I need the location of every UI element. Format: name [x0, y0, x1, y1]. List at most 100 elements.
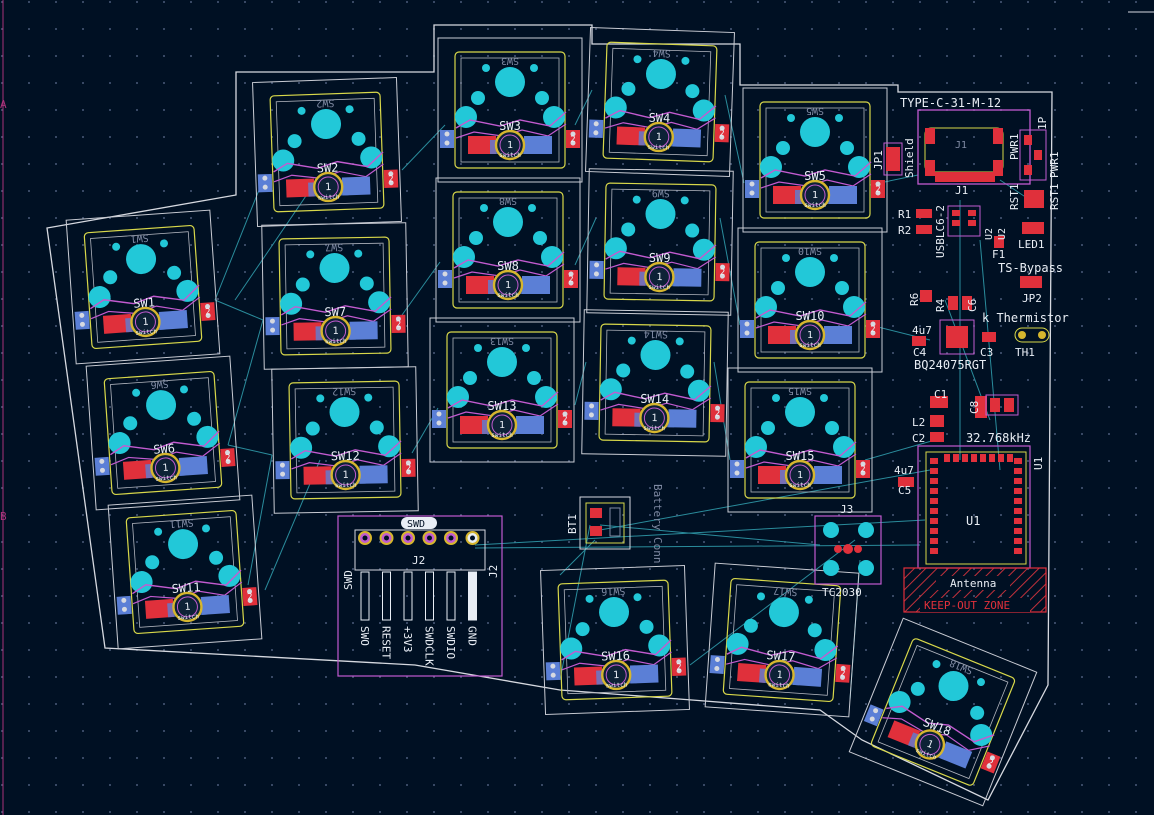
- swd-pin-hole: [405, 535, 411, 541]
- usb-connector[interactable]: TYPE-C-31-M-12 J1 J1: [900, 96, 1031, 197]
- switch-back-label: SW14: [644, 328, 668, 339]
- j3-label: J3: [840, 503, 853, 516]
- switch-back-label: SW10: [798, 245, 822, 256]
- pin1-label: 1: [651, 413, 657, 424]
- u1-pad: [1014, 468, 1022, 474]
- switch-label: SW5: [804, 169, 826, 183]
- th1-label: TH1: [1015, 346, 1035, 359]
- tc2030-connector[interactable]: J3 TC2030: [814, 503, 882, 599]
- switch-stamp-label: switch: [606, 682, 628, 690]
- u1-pad: [1014, 538, 1022, 544]
- bt1-label: BT1: [566, 514, 579, 534]
- power-switch-area[interactable]: PWR1 PWR1 1P RST1 RST1 LED1 U2 U2: [984, 116, 1061, 251]
- sw-1p-label: 1P: [1036, 116, 1049, 130]
- charger-ic[interactable]: R6 R4 C6 4u7 C4 C3 BQ24075RGT: [908, 290, 996, 372]
- cap-4u7-a-label: 4u7: [912, 324, 932, 337]
- rst1-label: RST1: [1008, 184, 1021, 211]
- pin2-label: 2: [247, 592, 253, 602]
- jp1-label: JP1: [872, 150, 885, 170]
- pin1-label: 1: [925, 739, 935, 751]
- ts-bypass[interactable]: TS-Bypass JP2 k Thermistor TH1: [982, 261, 1069, 359]
- switch-stamp-label: switch: [768, 681, 790, 690]
- mcu-module[interactable]: U1 U1 Antenna KEEP-OUT ZONE: [903, 445, 1047, 613]
- u2-label-b: U2: [997, 228, 1008, 240]
- u1-pad: [930, 478, 938, 484]
- u1-pads: [930, 454, 1022, 554]
- usb-ref-back: J1: [955, 140, 967, 151]
- switch-back-label: SW5: [806, 105, 824, 116]
- switch-label: SW15: [786, 449, 815, 463]
- switch-stamp-label: switch: [155, 474, 177, 483]
- switch-stamp-label: switch: [318, 194, 340, 202]
- switch-label: SW17: [766, 648, 796, 664]
- u1-pad: [953, 454, 959, 462]
- switch-stamp-label: switch: [647, 144, 669, 152]
- c3-label: C3: [980, 346, 993, 359]
- c2-label: C2: [912, 432, 925, 445]
- charger-label: BQ24075RGT: [914, 358, 986, 372]
- switch-label: SW10: [796, 309, 825, 323]
- switch-stamp-label: switch: [648, 284, 670, 291]
- rst1-label-2: RST1: [1048, 184, 1061, 211]
- swd-pin-label: RESET: [380, 626, 393, 659]
- pin1-label: 1: [343, 470, 349, 481]
- switch-label: SW14: [640, 392, 669, 407]
- pin2-label: 2: [715, 409, 721, 419]
- u1-pad: [998, 454, 1004, 462]
- swd-pin-label: SWDIO: [444, 626, 457, 659]
- r4-label: R4: [934, 298, 947, 312]
- pin2-label: 2: [205, 307, 211, 317]
- pin2-label: 2: [396, 320, 402, 330]
- antenna-label: Antenna: [950, 577, 996, 590]
- pin1-label: 1: [325, 182, 331, 193]
- switch-back-label: SW17: [773, 584, 798, 597]
- pin2-label: 2: [870, 325, 875, 335]
- u1-side-label: U1: [1032, 457, 1045, 470]
- switch-stamp-label: switch: [491, 432, 513, 439]
- pin1-label: 1: [776, 670, 783, 681]
- u1-pad: [944, 454, 950, 462]
- r1-label: R1: [898, 208, 911, 221]
- sheet-marker-b: B: [0, 510, 7, 523]
- regulator-area[interactable]: C1 L2 C8 C2 32.768kHz 4u7 C5: [894, 388, 1031, 497]
- pin2-label: 2: [225, 453, 231, 463]
- swd-pin-body: [382, 571, 391, 621]
- switch-back-label: SW16: [601, 585, 625, 597]
- usblc-esd[interactable]: USBLC6-2 R1 R2 F1: [898, 205, 1005, 261]
- u1-pad: [1014, 478, 1022, 484]
- u1-pad: [1014, 458, 1022, 464]
- swd-pin-label: GND: [466, 626, 479, 646]
- shield-label: Shield: [903, 138, 916, 178]
- u1-pad: [930, 548, 938, 554]
- switch-stamp-label: switch: [135, 328, 157, 337]
- switch-label: SW11: [171, 580, 201, 596]
- switch-stamp-label: switch: [643, 425, 665, 432]
- pin1-label: 1: [184, 602, 191, 613]
- pin2-label: 2: [860, 465, 865, 475]
- switch-stamp-label: switch: [799, 342, 821, 349]
- jp1-shield[interactable]: JP1 Shield: [872, 138, 916, 178]
- battery-conn-label: Battery Conn: [651, 484, 664, 563]
- battery-connector[interactable]: BT1 Battery Conn: [566, 484, 664, 563]
- u1-pad: [1014, 488, 1022, 494]
